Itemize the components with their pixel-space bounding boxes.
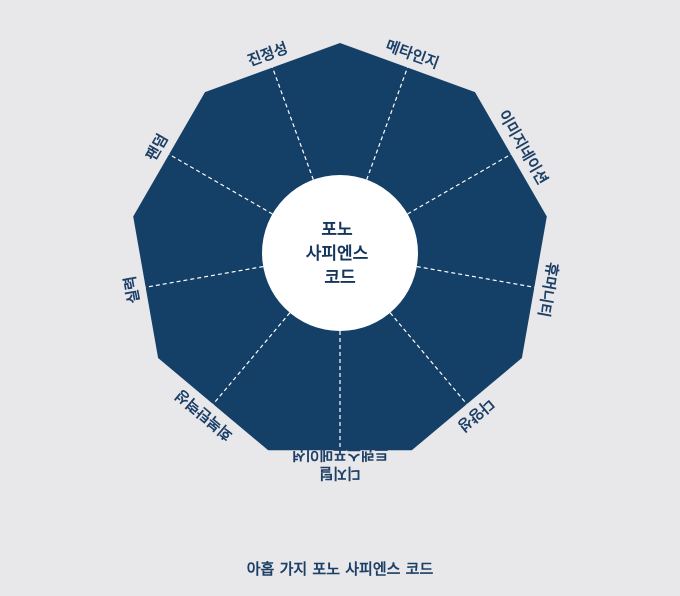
segment-label-skill: 실력 [121, 275, 144, 305]
segment-dividers [145, 67, 535, 451]
figure-caption: 아홉 가지 포노 사피엔스 코드 [246, 560, 434, 578]
segment-divider [389, 312, 468, 405]
segment-divider [407, 153, 512, 215]
center-label: 포노 사피엔스 코드 [306, 220, 374, 288]
segment-divider [366, 67, 409, 180]
segment-label-line: 디지털 [319, 464, 360, 482]
segment-label-digital-transformation: 디지털트랜스포메이션 [292, 445, 389, 482]
segment-label-humanity: 휴머니티 [534, 261, 561, 318]
center-label-line-3: 코드 [324, 268, 356, 288]
segment-divider [416, 265, 535, 288]
segment-divider [168, 153, 273, 215]
center-circle [262, 175, 418, 331]
segment-divider [145, 265, 264, 288]
segment-divider [271, 67, 314, 180]
center-label-line-2: 사피엔스 [306, 244, 369, 264]
center-label-line-1: 포노 [321, 220, 353, 240]
segment-label-line: 트랜스포메이션 [292, 445, 389, 463]
segment-divider [212, 312, 291, 405]
